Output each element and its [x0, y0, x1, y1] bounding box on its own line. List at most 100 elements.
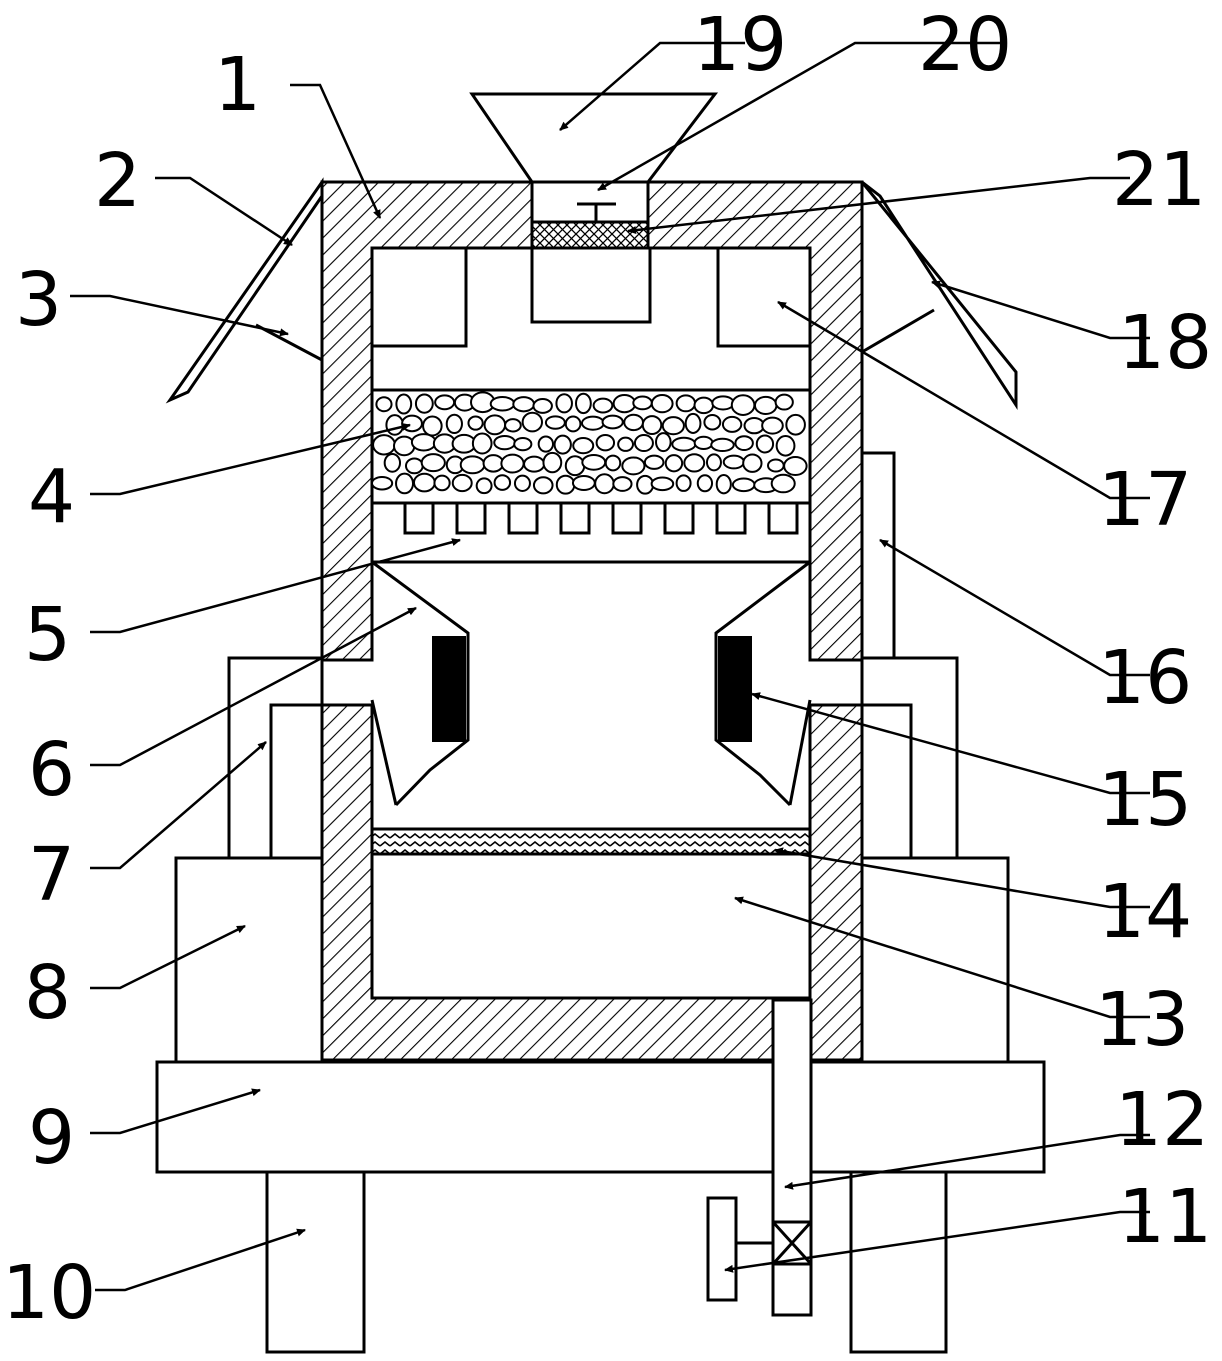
label-14: 14: [1098, 869, 1192, 955]
pebble: [401, 414, 423, 433]
label-13: 13: [1095, 977, 1189, 1063]
pebble: [393, 435, 416, 457]
comb-tooth: [611, 501, 643, 535]
pebble: [493, 474, 512, 491]
comb-tooth: [403, 501, 435, 535]
label-12: 12: [1115, 1077, 1209, 1163]
pebble: [564, 455, 586, 477]
feed-hopper: [469, 92, 719, 324]
pebble: [375, 396, 393, 413]
comb-tooth: [715, 501, 747, 535]
pebble: [655, 432, 672, 453]
pebble: [715, 474, 732, 495]
pebble: [675, 394, 697, 413]
comb-tooth: [455, 501, 487, 535]
pebble: [632, 395, 653, 411]
pebble: [483, 414, 507, 436]
comb-plate: [372, 501, 810, 564]
label-9: 9: [28, 1095, 75, 1181]
pebble: [475, 477, 493, 495]
pebble: [623, 413, 645, 432]
pebble: [612, 476, 633, 492]
pebble: [664, 454, 684, 473]
pebble: [537, 435, 555, 453]
pebble: [617, 436, 635, 452]
comb-tooth: [559, 501, 591, 535]
pebble: [774, 393, 794, 411]
pebble: [445, 413, 463, 435]
pebble: [785, 413, 806, 436]
pebble: [731, 477, 756, 493]
filter-layer: [370, 388, 810, 505]
pebble: [467, 415, 484, 431]
pebble: [711, 395, 735, 411]
pebble: [493, 434, 517, 451]
pebble: [544, 415, 566, 430]
pebble: [770, 473, 796, 494]
pebble: [612, 393, 637, 414]
pebble: [370, 475, 394, 491]
pebble: [513, 474, 531, 492]
label-11: 11: [1118, 1174, 1212, 1260]
label-15: 15: [1098, 757, 1192, 843]
pebble: [555, 474, 576, 495]
pebble: [621, 456, 646, 476]
pebble: [434, 394, 456, 411]
pebble: [684, 412, 702, 434]
base-plate: [155, 1060, 1046, 1174]
label-4: 4: [28, 454, 75, 540]
drain-pipe: [706, 998, 813, 1317]
pebble: [500, 453, 525, 474]
magnet-blocks: [432, 636, 752, 742]
label-1: 1: [214, 42, 261, 128]
label-2: 2: [94, 138, 141, 224]
part-labels: 1 2 3 4 5 6 7 8 9 10 11 12 13 14 15 16 1…: [2, 2, 1212, 1336]
comb-tooth: [767, 501, 799, 535]
pebble: [422, 415, 443, 437]
pebble: [581, 453, 607, 471]
pebble: [661, 416, 685, 436]
pebble: [730, 394, 756, 416]
pebble: [705, 453, 722, 472]
lower-screen: [370, 827, 812, 856]
pebble: [604, 454, 622, 472]
pebble: [489, 396, 516, 412]
pebble: [575, 392, 592, 415]
label-17: 17: [1098, 457, 1192, 543]
pebble: [601, 414, 624, 430]
pebble: [743, 416, 765, 435]
pebble: [675, 474, 692, 492]
label-8: 8: [24, 950, 71, 1036]
pebble: [471, 432, 493, 455]
label-19: 19: [693, 2, 787, 88]
pebble: [693, 396, 715, 415]
pebble: [650, 394, 674, 414]
pebble: [633, 433, 654, 453]
pebble: [650, 476, 675, 492]
pebble: [643, 454, 665, 470]
pebble: [595, 434, 616, 452]
pebble: [459, 455, 486, 475]
pebble: [412, 472, 436, 493]
pebble: [742, 453, 763, 473]
label-3: 3: [15, 257, 62, 343]
label-18: 18: [1118, 300, 1212, 386]
pebble: [696, 474, 714, 493]
pebble: [671, 436, 697, 452]
label-6: 6: [28, 727, 75, 813]
pebble: [383, 452, 402, 473]
pebble: [504, 418, 522, 433]
pebble: [775, 435, 796, 457]
label-21: 21: [1112, 137, 1206, 223]
top-chambers: [372, 248, 810, 348]
pebble: [532, 398, 553, 414]
pebble: [580, 415, 605, 431]
pebble: [420, 453, 446, 473]
label-16: 16: [1098, 635, 1192, 721]
pebble: [710, 437, 735, 453]
label-20: 20: [918, 2, 1012, 88]
pebble: [767, 458, 785, 473]
pebble: [755, 434, 775, 454]
pebble: [571, 474, 596, 492]
